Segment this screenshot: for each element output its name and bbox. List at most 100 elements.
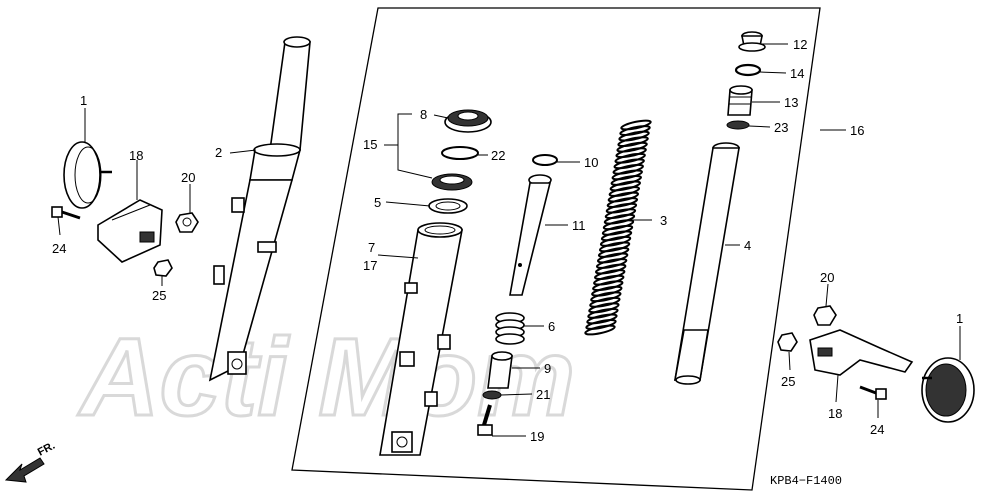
spring-coil: [618, 130, 650, 142]
callout-24-right: 24: [870, 422, 884, 437]
front-marker-label: FR.: [36, 440, 57, 459]
spring-coil: [613, 158, 645, 170]
spring-coil: [592, 280, 624, 292]
callout-labels: 1 18 20 24 25 2 8 15 22 5 7 17 10 11 3 6…: [52, 37, 963, 444]
callout-18-right: 18: [828, 406, 842, 421]
damper-rod-11: [509, 174, 552, 296]
spring-coil: [594, 269, 626, 281]
nut-25-left: [153, 259, 173, 277]
spring-coil: [589, 296, 621, 308]
reflector-right: [921, 357, 975, 423]
spring-coil: [617, 136, 649, 148]
reflector-bracket-right: [809, 329, 914, 376]
callout-18-left: 18: [129, 148, 143, 163]
spring-coil: [593, 274, 625, 286]
spring-coil: [599, 235, 632, 247]
drawing-code: KPB4−F1400: [770, 474, 842, 488]
spring-coil: [614, 152, 646, 164]
oring-23: [726, 120, 750, 130]
spring-coil: [584, 324, 616, 336]
callout-3: 3: [660, 213, 667, 228]
spring-coil: [587, 307, 619, 319]
spring-coil: [588, 302, 620, 314]
bolt-19: [477, 404, 493, 436]
callout-17: 17: [363, 258, 377, 273]
callout-24-left: 24: [52, 241, 66, 256]
spring-coil: [619, 125, 651, 136]
cap-bolt-12: [738, 31, 766, 52]
spring-coil: [607, 191, 640, 203]
circlip-14: [734, 63, 762, 77]
nut-20-right: [813, 305, 837, 326]
spring-seat-13: [727, 85, 753, 116]
spring-coil: [609, 180, 641, 192]
seal-15: [431, 173, 473, 191]
fork-leg-left: [208, 36, 311, 382]
fork-slider-7: [379, 222, 463, 456]
clip-22: [441, 146, 479, 160]
fork-spring-3: [584, 119, 652, 336]
oil-seal-8: [444, 109, 492, 133]
spring-coil: [610, 174, 642, 186]
spring-coil: [600, 230, 633, 242]
callout-5: 5: [374, 195, 381, 210]
callout-2: 2: [215, 145, 222, 160]
spring-coil: [595, 258, 628, 269]
fork-tube-4: [674, 142, 740, 385]
spring-coil: [616, 141, 648, 153]
callout-20-left: 20: [181, 170, 195, 185]
spring-coil: [590, 291, 622, 303]
callout-13: 13: [784, 95, 798, 110]
callout-4: 4: [744, 238, 751, 253]
reflector-bracket-left: [97, 199, 163, 263]
callout-14: 14: [790, 66, 804, 81]
ring-10: [532, 154, 558, 166]
spring-coil: [620, 119, 652, 131]
spring-coil: [595, 263, 627, 275]
spring-coil: [602, 219, 635, 231]
callout-16: 16: [850, 123, 864, 138]
callout-22: 22: [491, 148, 505, 163]
spring-coil: [591, 285, 623, 297]
bolt-right: [859, 385, 887, 400]
spring-coil: [605, 202, 638, 214]
nut-20-left: [175, 212, 199, 233]
callout-23: 23: [774, 120, 788, 135]
reflector-left: [63, 141, 112, 209]
callout-8: 8: [420, 107, 427, 122]
callout-20-right: 20: [820, 270, 834, 285]
spring-coil: [603, 213, 636, 225]
callout-10: 10: [584, 155, 598, 170]
spring-coil: [596, 252, 629, 264]
spring-coil: [585, 319, 617, 330]
bolt-left: [51, 206, 81, 220]
rebound-spring-6: [495, 312, 525, 345]
nut-25-right: [777, 332, 798, 352]
spring-coil: [604, 208, 637, 220]
leader-lines: [57, 43, 961, 437]
spring-coil: [615, 147, 647, 159]
callout-21: 21: [536, 387, 550, 402]
front-direction-arrow: FR.: [4, 440, 57, 483]
spring-coil: [612, 163, 644, 175]
spring-coil: [608, 186, 641, 197]
spring-coil: [586, 313, 618, 325]
callout-25-right: 25: [781, 374, 795, 389]
piece-9: [487, 351, 513, 389]
callout-12: 12: [793, 37, 807, 52]
callout-11: 11: [572, 218, 586, 233]
bushing-5: [428, 198, 468, 214]
callout-1-right: 1: [956, 311, 963, 326]
spring-coil: [601, 224, 634, 236]
callout-19: 19: [530, 429, 544, 444]
callout-15: 15: [363, 137, 377, 152]
callout-6: 6: [548, 319, 555, 334]
callout-7: 7: [368, 240, 375, 255]
callout-1-left: 1: [80, 93, 87, 108]
spring-coil: [597, 247, 630, 258]
spring-coil: [598, 241, 631, 253]
callout-25-left: 25: [152, 288, 166, 303]
washer-21: [482, 390, 502, 400]
